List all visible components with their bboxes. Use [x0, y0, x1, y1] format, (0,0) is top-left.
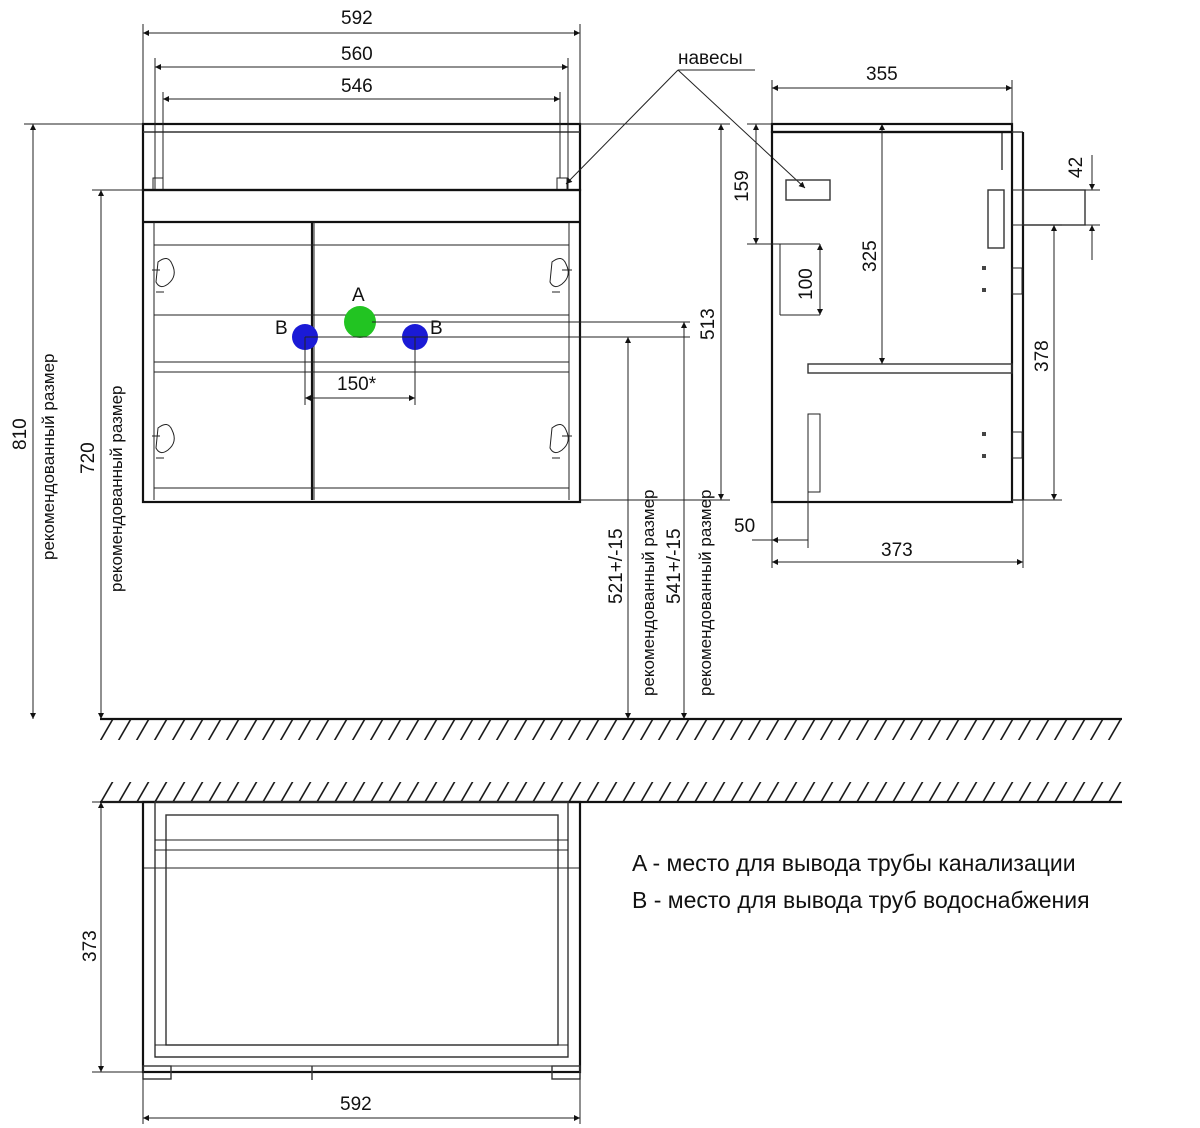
dim-42: 42: [1066, 157, 1087, 178]
top-view: 373 592: [80, 782, 1122, 1124]
dim-541-note: рекомендованный размер: [696, 489, 715, 696]
floor-line: [100, 717, 1122, 740]
dim-810: 810: [10, 418, 31, 450]
legend: A - место для вывода трубы канализации B…: [632, 850, 1090, 913]
dim-546: 546: [341, 76, 373, 97]
dim-378: 378: [1032, 340, 1053, 372]
dim-720-note: рекомендованный размер: [107, 385, 126, 592]
side-top: [770, 122, 1014, 134]
dim-373-top: 373: [80, 930, 101, 962]
hinges-label: навесы: [678, 48, 743, 69]
door-hinge-icon: [152, 258, 572, 459]
dim-541: 541+/-15: [664, 528, 685, 604]
dim-513: 513: [698, 308, 719, 340]
dim-810-note: рекомендованный размер: [39, 353, 58, 560]
dim-50: 50: [734, 516, 755, 537]
side-body: [770, 130, 1014, 504]
label-a: A: [352, 285, 365, 306]
drain-point-a: [344, 306, 376, 338]
dim-355: 355: [866, 64, 898, 85]
side-view: 355 42 159 100 325 378 50 373: [732, 64, 1100, 568]
shelf: [807, 363, 1013, 374]
dim-720: 720: [78, 442, 99, 474]
legend-a: A - место для вывода трубы канализации: [632, 850, 1076, 876]
dim-521: 521+/-15: [606, 528, 627, 604]
label-b-right: B: [430, 318, 443, 339]
dim-159: 159: [732, 170, 753, 202]
dim-150: 150*: [337, 374, 377, 395]
front-view: A B B 150* 592 560 546 810 рекомендованн…: [10, 8, 1122, 740]
side-sink-top: [1022, 189, 1086, 226]
dim-521-note: рекомендованный размер: [639, 489, 658, 696]
dim-100: 100: [796, 268, 817, 300]
dim-560: 560: [341, 44, 373, 65]
legend-b: B - место для вывода труб водоснабжения: [632, 887, 1090, 913]
dim-592-bottom: 592: [340, 1094, 372, 1115]
hinge-right: [556, 177, 568, 191]
sink-top: [141, 122, 582, 192]
plan-outline: [141, 800, 582, 1074]
dim-592-front: 592: [341, 8, 373, 29]
handle-side: [987, 189, 1005, 249]
label-b-left: B: [275, 318, 288, 339]
cabinet-body: [141, 188, 582, 504]
dot-markers: [982, 266, 986, 458]
dim-325: 325: [860, 240, 881, 272]
dim-373-side: 373: [881, 540, 913, 561]
hinge-side: [785, 179, 831, 201]
